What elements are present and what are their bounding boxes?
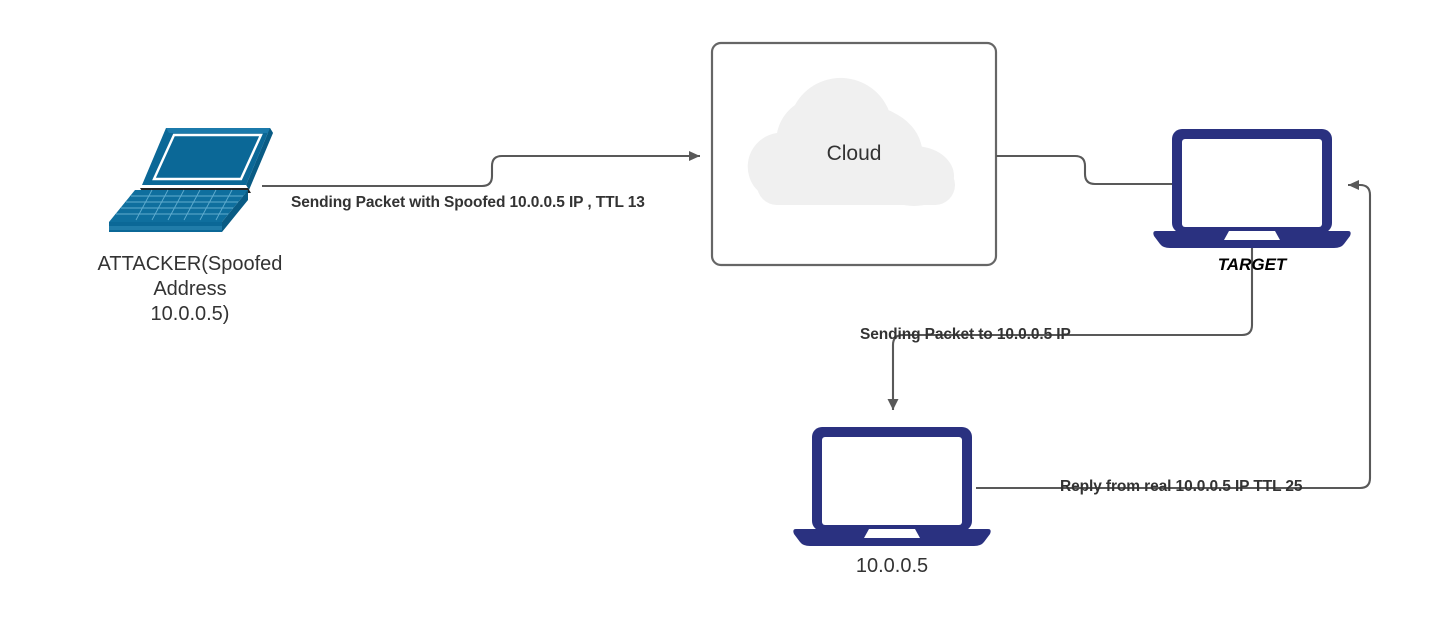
attacker-label-line-2: Address <box>153 278 227 300</box>
target-label: TARGET <box>1217 255 1287 274</box>
cloud-label: Cloud <box>826 142 882 165</box>
laptop-front-icon-victim <box>793 427 991 546</box>
cloud-icon <box>747 77 955 206</box>
victim-label: 10.0.0.5 <box>855 555 929 577</box>
attacker-label-line-1: ATTACKER(Spoofed <box>97 253 283 275</box>
edge-cloud-to-target <box>996 154 1172 186</box>
edge-attacker-to-cloud <box>262 151 700 188</box>
laptop-front-icon-target <box>1153 129 1351 248</box>
edge-label-victim-to-target: Reply from real 10.0.0.5 IP TTL 25 <box>1060 478 1303 495</box>
laptop-isometric-icon <box>109 128 273 232</box>
attacker-label-line-3: 10.0.0.5) <box>150 303 230 325</box>
edge-victim-to-target <box>976 180 1372 490</box>
edge-target-to-victim <box>887 246 1254 410</box>
edge-label-target-to-victim: Sending Packet to 10.0.0.5 IP <box>860 326 1071 343</box>
edge-label-attacker-to-cloud: Sending Packet with Spoofed 10.0.0.5 IP … <box>291 194 645 211</box>
